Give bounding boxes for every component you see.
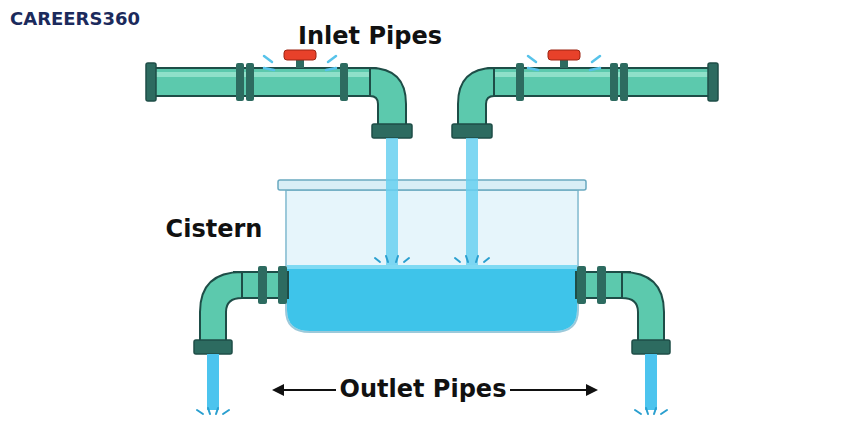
logo: CAREERS360 xyxy=(10,8,140,29)
cistern-tank xyxy=(286,190,578,332)
cistern-rim xyxy=(278,180,586,190)
outlet-label: Outlet Pipes xyxy=(336,375,511,403)
cistern-label: Cistern xyxy=(166,215,263,243)
inlet-label: Inlet Pipes xyxy=(298,22,442,50)
water xyxy=(287,265,577,331)
